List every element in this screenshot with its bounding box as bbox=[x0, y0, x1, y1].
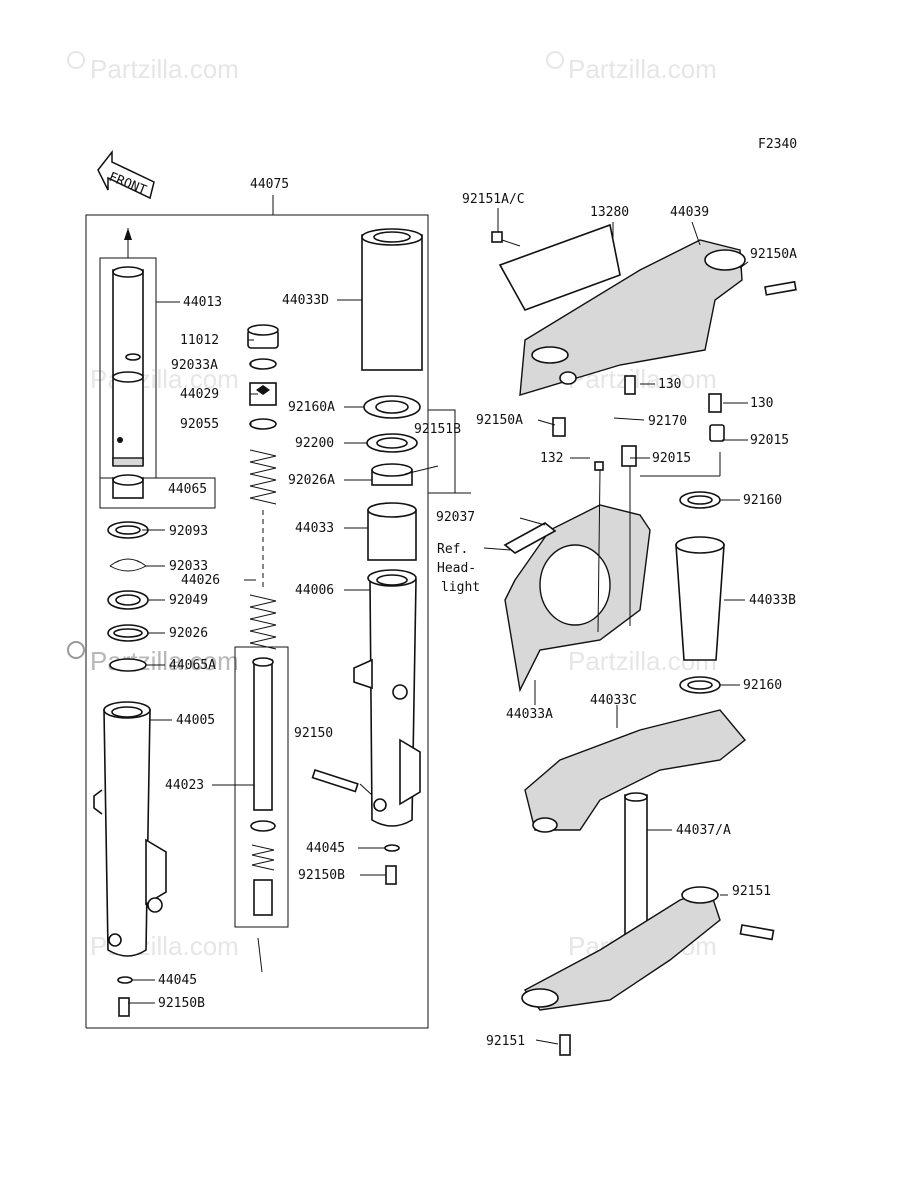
label-92170: 92170 bbox=[648, 414, 687, 429]
label-44037a: 44037/A bbox=[676, 823, 731, 838]
label-92151b: 92151B bbox=[414, 422, 461, 437]
label-92037: 92037 bbox=[436, 510, 475, 525]
label-92033a: 92033A bbox=[171, 358, 218, 373]
label-44026: 44026 bbox=[181, 573, 220, 588]
label-92033: 92033 bbox=[169, 559, 208, 574]
label-92026: 92026 bbox=[169, 626, 208, 641]
lower-cover bbox=[524, 709, 746, 833]
label-44033: 44033 bbox=[295, 521, 334, 536]
label-92015-b: 92015 bbox=[750, 433, 789, 448]
label-92015-a: 92015 bbox=[652, 451, 691, 466]
label-44045-b: 44045 bbox=[158, 973, 197, 988]
fork-cover-and-rings bbox=[361, 228, 439, 561]
label-44005: 44005 bbox=[176, 713, 215, 728]
part-number-labels: 44075 44013 44033D 11012 92033A 44029 92… bbox=[158, 177, 797, 1049]
fork-internals bbox=[247, 324, 279, 973]
label-92093: 92093 bbox=[169, 524, 208, 539]
fork-assembly-frame bbox=[85, 195, 471, 1029]
label-92150b-a: 92150B bbox=[298, 868, 345, 883]
label-44039: 44039 bbox=[670, 205, 709, 220]
label-92150: 92150 bbox=[294, 726, 333, 741]
outer-fork-slider-left bbox=[93, 701, 167, 957]
label-44033b: 44033B bbox=[749, 593, 796, 608]
bottom-bolt-left bbox=[117, 976, 133, 1017]
bottom-bolt-right bbox=[384, 844, 400, 885]
headlight-bracket bbox=[503, 393, 725, 693]
label-132: 132 bbox=[540, 451, 563, 466]
label-44065a: 44065A bbox=[169, 658, 216, 673]
label-11012: 11012 bbox=[180, 333, 219, 348]
label-44075: 44075 bbox=[250, 177, 289, 192]
ref-note-line1: Ref. bbox=[437, 542, 468, 557]
label-44023: 44023 bbox=[165, 778, 204, 793]
label-92150b-b: 92150B bbox=[158, 996, 205, 1011]
label-92151ac: 92151A/C bbox=[462, 192, 525, 207]
label-92200: 92200 bbox=[295, 436, 334, 451]
ref-note-line3: light bbox=[441, 580, 480, 595]
label-44033c: 44033C bbox=[590, 693, 637, 708]
ref-note-line2: Head- bbox=[437, 561, 476, 576]
side-bolt-92150 bbox=[311, 768, 373, 796]
watermark-text: Partzilla.com bbox=[90, 54, 239, 84]
watermark-text: Partzilla.com bbox=[90, 646, 239, 676]
label-130-b: 130 bbox=[750, 396, 773, 411]
label-44065: 44065 bbox=[168, 482, 207, 497]
label-44029: 44029 bbox=[180, 387, 219, 402]
label-13280: 13280 bbox=[590, 205, 629, 220]
label-44045-a: 44045 bbox=[306, 841, 345, 856]
outer-fork-slider-right bbox=[353, 569, 421, 827]
upper-triple-clamp bbox=[491, 223, 797, 437]
inner-fork-tube bbox=[112, 228, 144, 499]
label-44013: 44013 bbox=[183, 295, 222, 310]
leader-lines bbox=[128, 208, 749, 1045]
label-92160-b: 92160 bbox=[743, 678, 782, 693]
label-44033d: 44033D bbox=[282, 293, 329, 308]
label-92151-b: 92151 bbox=[486, 1034, 525, 1049]
watermark-group: Partzilla.com Partzilla.com Partzilla.co… bbox=[67, 51, 717, 961]
label-92160a: 92160A bbox=[288, 400, 335, 415]
label-92160-a: 92160 bbox=[743, 493, 782, 508]
label-44006: 44006 bbox=[295, 583, 334, 598]
label-92026a: 92026A bbox=[288, 473, 335, 488]
label-92055: 92055 bbox=[180, 417, 219, 432]
steering-stem-lower-clamp bbox=[521, 792, 775, 1056]
watermark-text: Partzilla.com bbox=[568, 54, 717, 84]
label-44033a: 44033A bbox=[506, 707, 553, 722]
label-92150a-a: 92150A bbox=[750, 247, 797, 262]
label-92150a-b: 92150A bbox=[476, 413, 523, 428]
front-arrow: FRONT bbox=[97, 149, 155, 200]
diagram-code: F2340 bbox=[758, 137, 797, 152]
label-92151-a: 92151 bbox=[732, 884, 771, 899]
label-130-a: 130 bbox=[658, 377, 681, 392]
label-92049: 92049 bbox=[169, 593, 208, 608]
